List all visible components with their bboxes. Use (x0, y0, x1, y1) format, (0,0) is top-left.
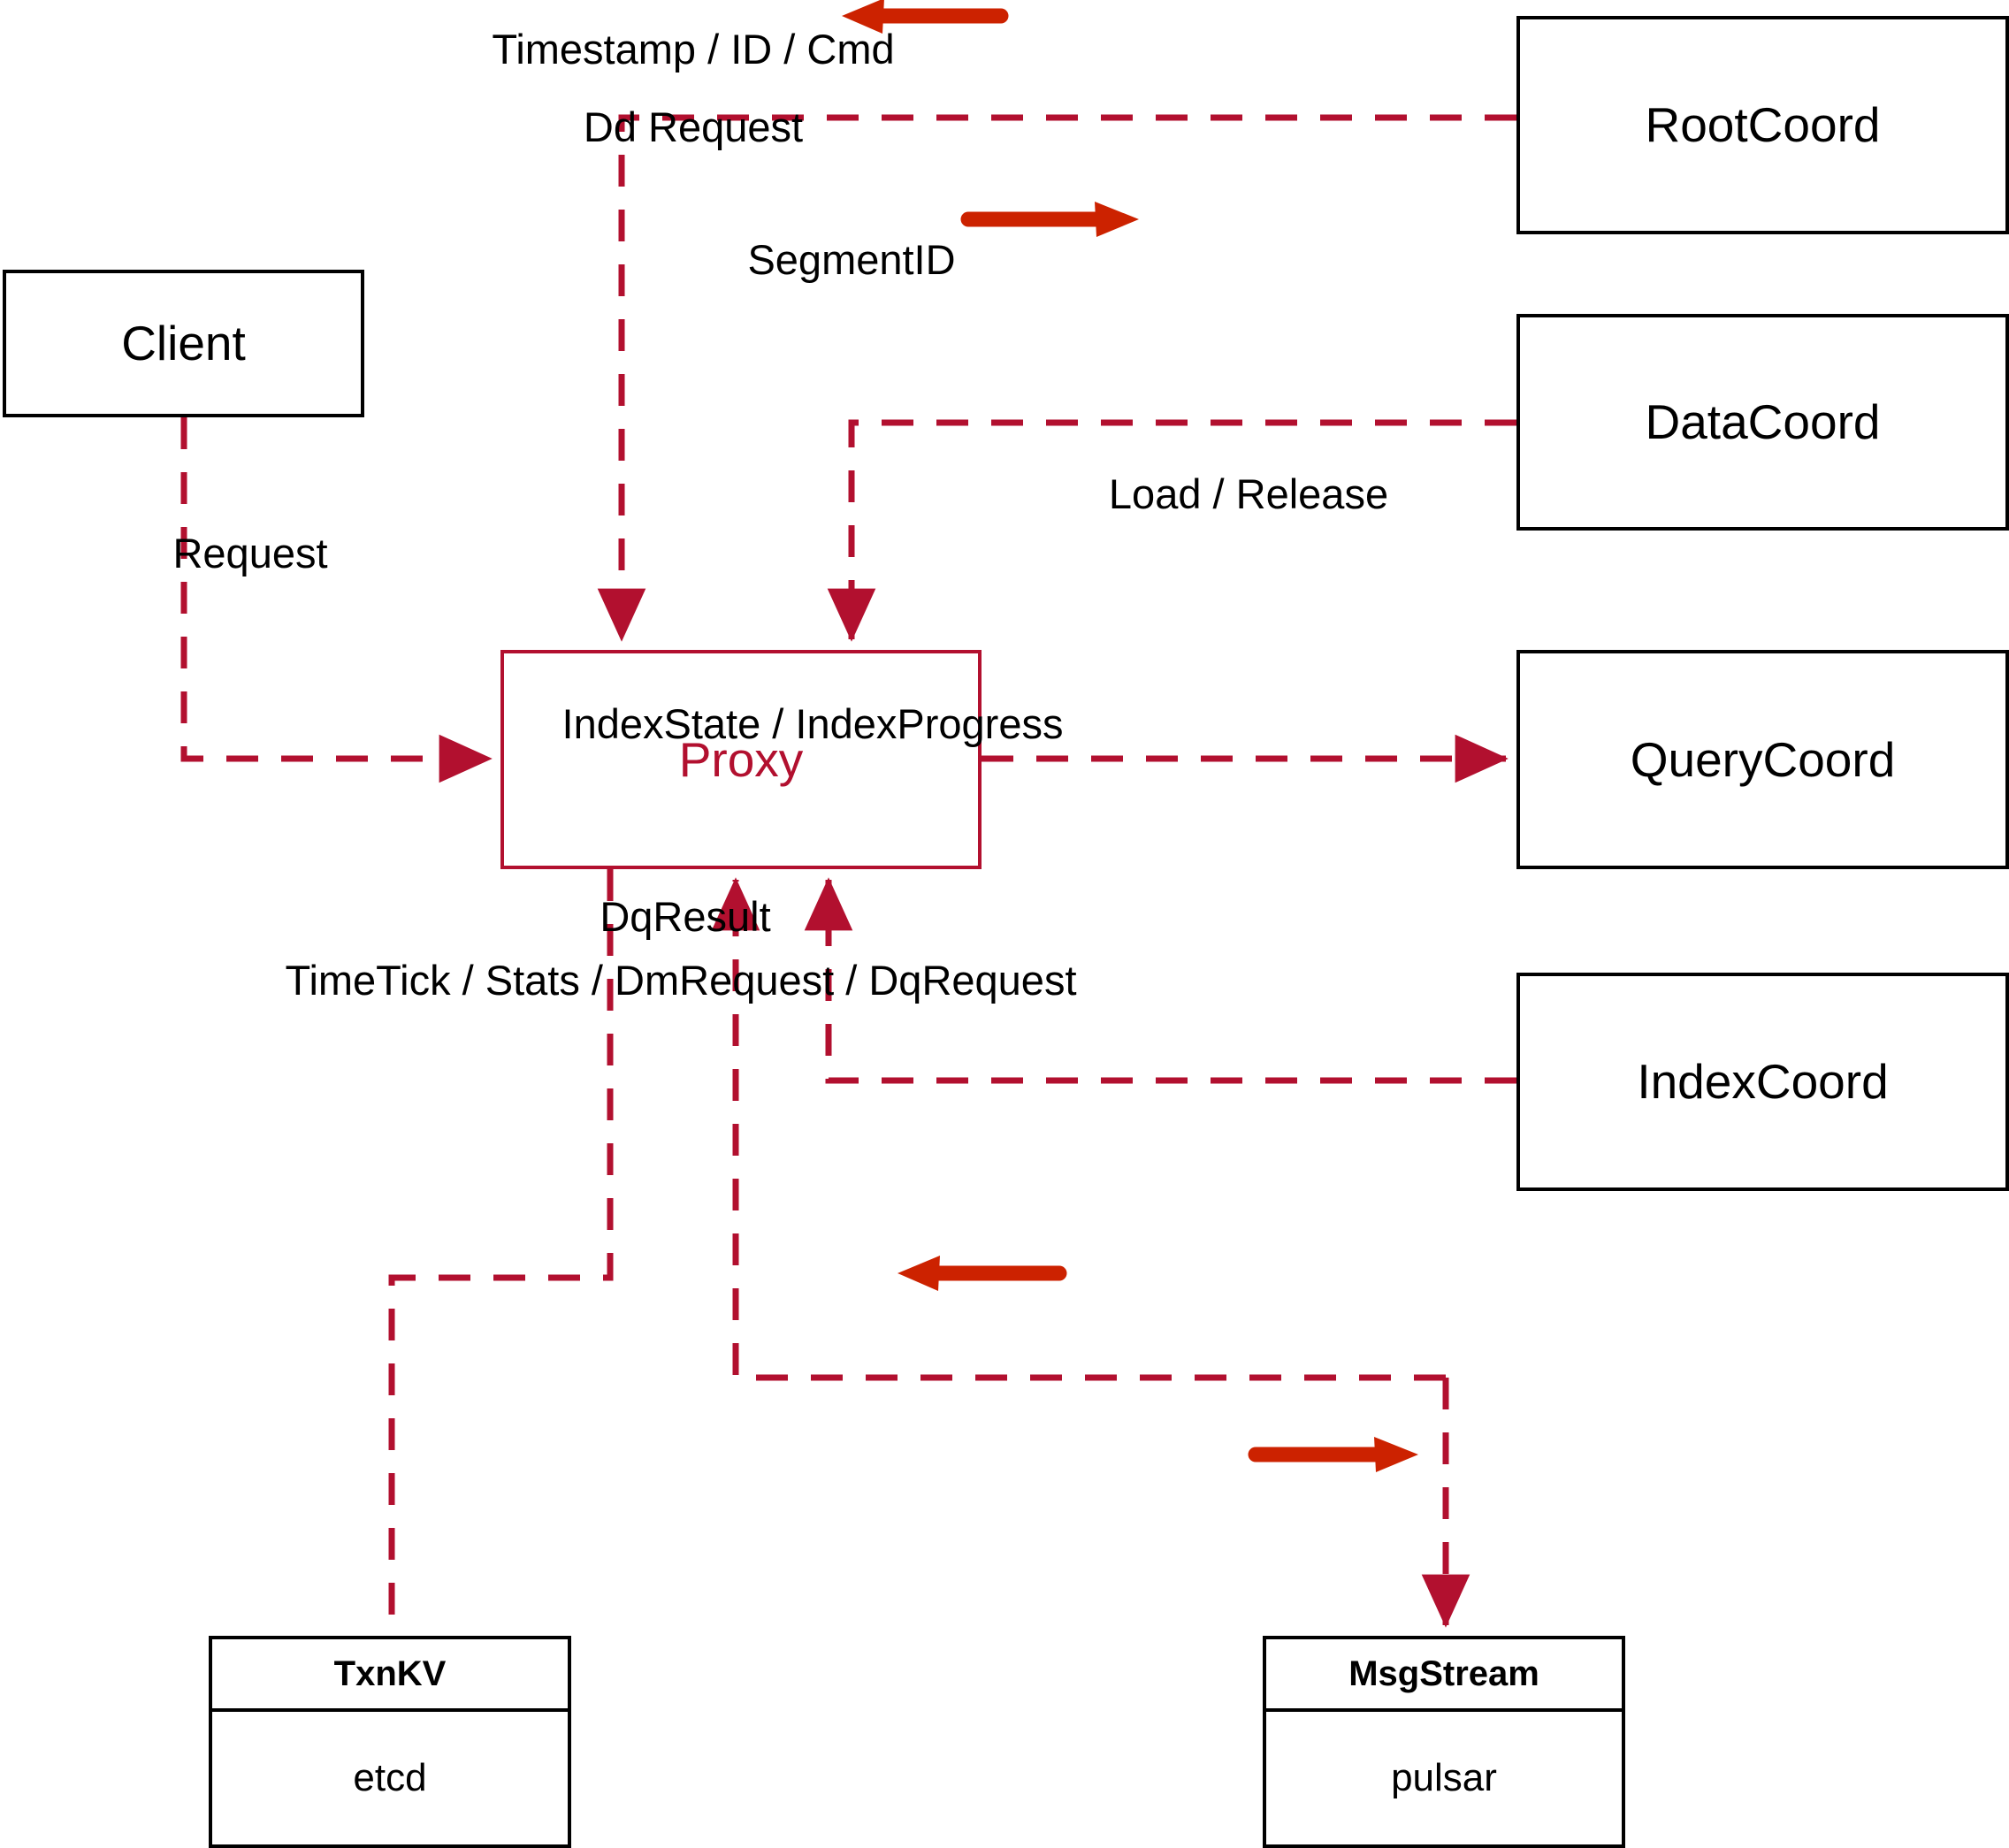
direction-arrow-dd-request (960, 202, 1139, 237)
connection-datacoord-to-proxy (827, 419, 1516, 642)
edge-label-timestamp-id-cmd: Timestamp / ID / Cmd (492, 26, 895, 73)
node-client-label: Client (121, 316, 246, 370)
edge-label-request: Request (172, 530, 328, 577)
node-rootcoord-label: RootCoord (1645, 97, 1881, 152)
edge-label-dd-request: Dd Request (583, 103, 804, 150)
edge-label-dq-result: DqResult (600, 893, 771, 940)
node-querycoord-label: QueryCoord (1630, 731, 1896, 787)
node-datacoord-label: DataCoord (1645, 394, 1881, 449)
direction-arrow-time-tick (1248, 1437, 1418, 1472)
node-datacoord[interactable]: DataCoord (1516, 314, 2009, 531)
connection-proxy-to-txnkv (388, 869, 614, 1638)
direction-arrow-timestamp-id-cmd (842, 0, 1009, 34)
connection-indexcoord-to-proxy (804, 877, 1516, 1084)
edge-label-load-release: Load / Release (1108, 470, 1389, 517)
edge-label-time-tick-stats: TimeTick / Stats / DmRequest / DqRequest (285, 957, 1077, 1004)
node-indexcoord[interactable]: IndexCoord (1516, 973, 2009, 1191)
node-txnkv[interactable]: TxnKV etcd (209, 1636, 571, 1848)
node-msgstream-body: pulsar (1391, 1756, 1497, 1799)
connection-client-to-proxy (180, 417, 493, 783)
connection-msgstream-to-proxy (711, 877, 1446, 1381)
connection-rootcoord-to-proxy (597, 114, 1516, 642)
node-proxy[interactable]: Proxy (500, 650, 982, 869)
edge-label-index-state: IndexState / IndexProgress (561, 700, 1064, 747)
node-msgstream[interactable]: MsgStream pulsar (1263, 1636, 1625, 1848)
node-indexcoord-label: IndexCoord (1637, 1054, 1889, 1109)
node-proxy-label: Proxy (678, 731, 804, 787)
edge-label-segment-id: SegmentID (747, 236, 956, 283)
node-client[interactable]: Client (3, 270, 364, 417)
node-txnkv-header: TxnKV (212, 1639, 568, 1712)
node-querycoord[interactable]: QueryCoord (1516, 650, 2009, 869)
direction-arrow-dq-result (898, 1256, 1067, 1291)
node-txnkv-body: etcd (353, 1756, 427, 1799)
node-msgstream-header: MsgStream (1266, 1639, 1622, 1712)
node-rootcoord[interactable]: RootCoord (1516, 16, 2009, 234)
